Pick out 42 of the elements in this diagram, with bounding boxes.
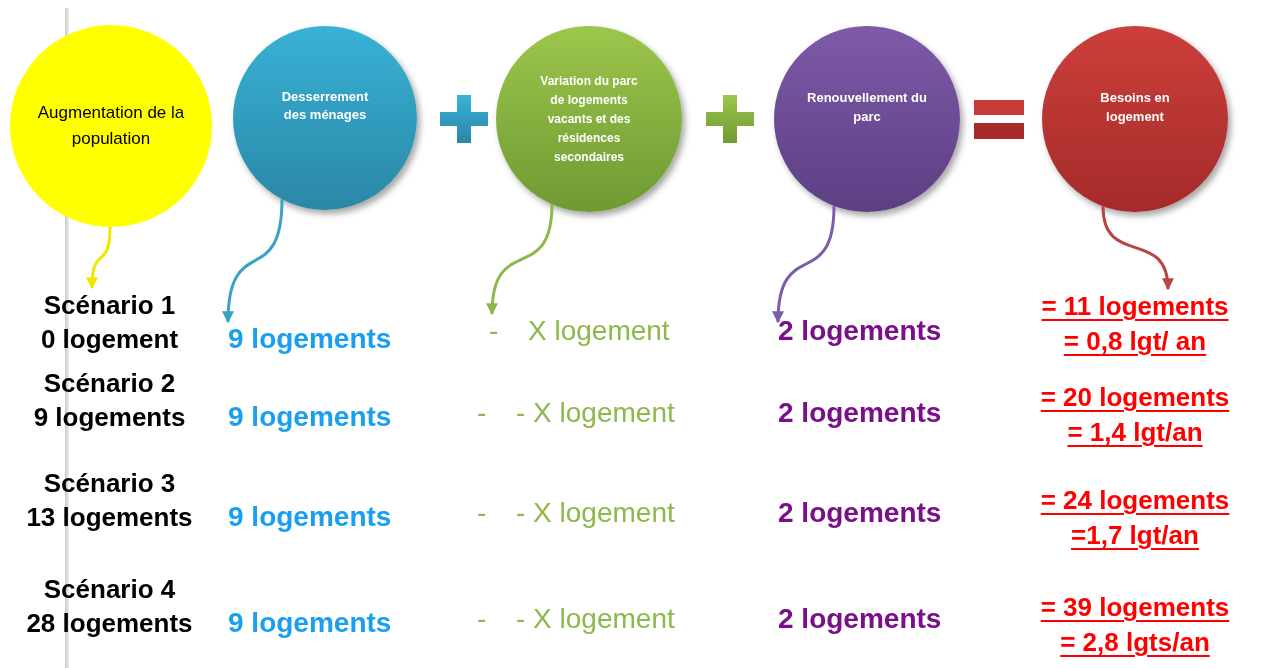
curved-arrow xyxy=(772,205,836,324)
result-text: = 1,4 lgt/an xyxy=(1066,416,1204,449)
value-text: 2 logements xyxy=(778,602,942,636)
result-text: = 20 logements xyxy=(1039,381,1231,414)
curved-arrow xyxy=(486,204,554,316)
dash-text: - xyxy=(477,396,487,430)
value-text: - X logement xyxy=(516,496,675,530)
result-text: = 2,8 lgts/an xyxy=(1059,626,1211,659)
value-text: X logement xyxy=(528,314,670,348)
scenario-heading: Scénario 4 xyxy=(42,573,177,606)
scenario-value: 9 logements xyxy=(32,401,187,434)
value-text: 9 logements xyxy=(228,400,392,434)
result-text: = 11 logements xyxy=(1040,290,1230,323)
result-text: = 0,8 lgt/ an xyxy=(1062,325,1208,358)
value-text: 2 logements xyxy=(778,496,942,530)
value-text: 2 logements xyxy=(778,314,942,348)
dash-text: - xyxy=(477,602,487,636)
scenario-value: 28 logements xyxy=(25,607,194,640)
result-text: = 24 logements xyxy=(1039,484,1231,517)
curved-arrow xyxy=(86,226,112,290)
node-text: Renouvellement du parc xyxy=(806,89,928,126)
node-text: Augmentation de la population xyxy=(36,102,186,150)
value-text: 9 logements xyxy=(228,500,392,534)
curved-arrow xyxy=(1101,206,1173,291)
curved-arrow xyxy=(222,199,284,324)
dash-text: - xyxy=(477,496,487,530)
scenario-heading: Scénario 3 xyxy=(42,467,177,500)
scenario-heading: Scénario 2 xyxy=(42,367,177,400)
value-text: 9 logements xyxy=(228,322,392,356)
value-text: 9 logements xyxy=(228,606,392,640)
scenario-heading: Scénario 1 xyxy=(42,289,177,322)
result-text: = 39 logements xyxy=(1039,591,1231,624)
node-text: Besoins en logement xyxy=(1099,89,1171,126)
value-text: 2 logements xyxy=(778,396,942,430)
node-text: Variation du parc de logements vacants et des résidences secondaires xyxy=(539,72,639,166)
value-text: - X logement xyxy=(516,602,675,636)
scenario-value: 0 logement xyxy=(39,323,180,356)
dash-text: - xyxy=(489,314,499,348)
node-text: Desserrement des ménages xyxy=(280,88,370,124)
value-text: - X logement xyxy=(516,396,675,430)
result-text: =1,7 lgt/an xyxy=(1070,519,1200,552)
scenario-value: 13 logements xyxy=(25,501,194,534)
